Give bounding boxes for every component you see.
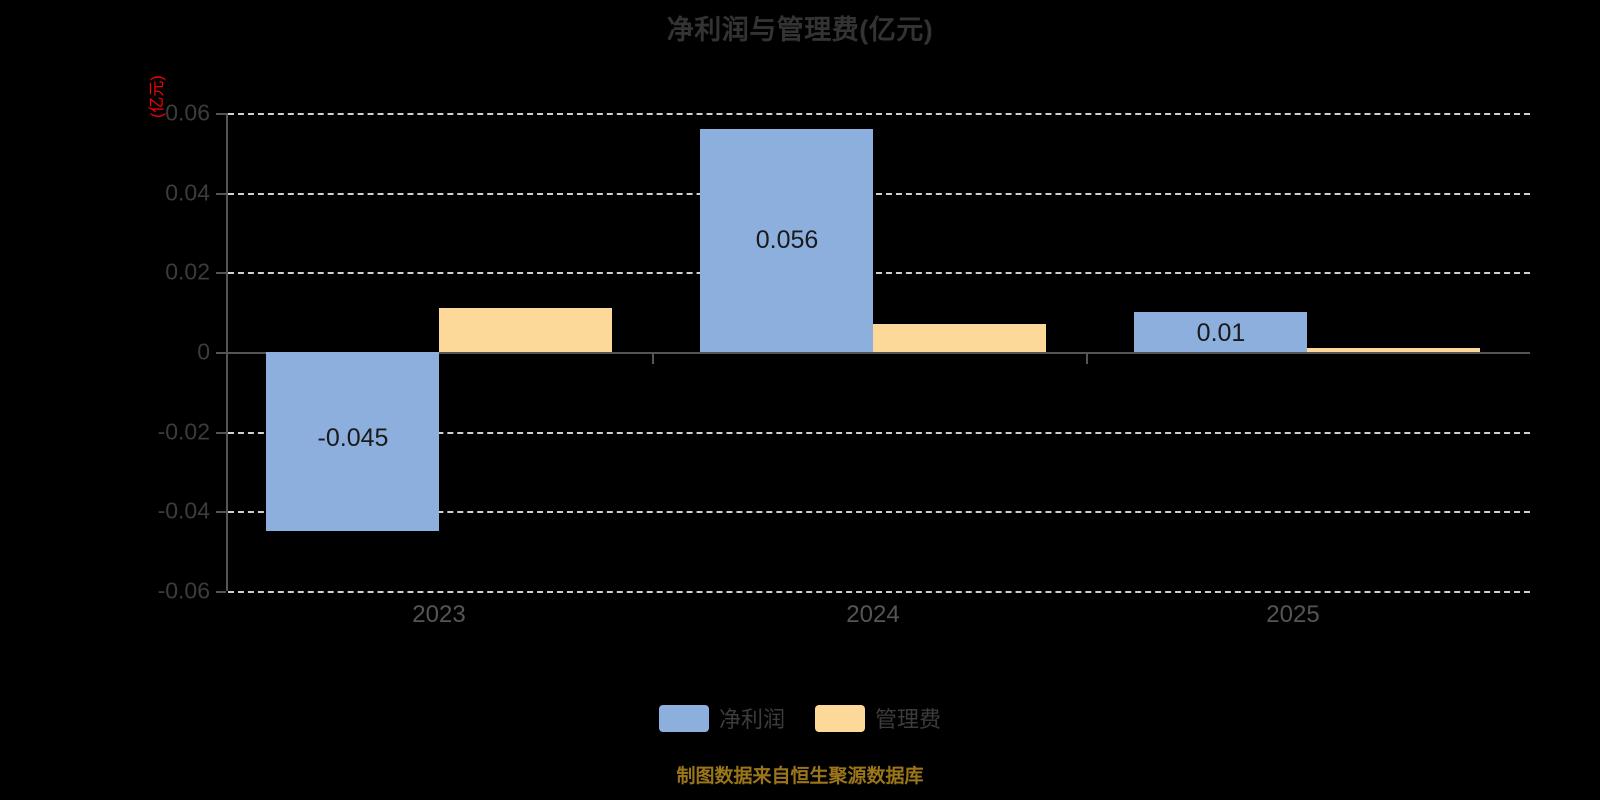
bar-value-label-net-profit-2025: 0.01: [1196, 319, 1246, 347]
gridline--0.06: [228, 591, 1530, 593]
chart-source-note: 制图数据来自恒生聚源数据库: [676, 766, 924, 787]
x-tick-mark: [652, 352, 654, 364]
gridline-0.06: [228, 113, 1530, 115]
y-axis-tick-label: -0.04: [157, 497, 210, 524]
gridline--0.02: [228, 432, 1530, 434]
chart-legend: 净利润 管理费: [0, 702, 1600, 734]
legend-swatch-net-profit: [658, 704, 709, 732]
y-axis-tick-label: -0.02: [157, 418, 210, 445]
x-tick-mark: [1086, 352, 1088, 364]
gridline-0.02: [228, 272, 1530, 274]
gridline--0.04: [228, 511, 1530, 513]
y-tick-mark: [216, 591, 226, 593]
gridline-zero: [228, 352, 1530, 354]
y-axis-tick-label: -0.06: [157, 577, 210, 604]
bar-admin-expense-2024[interactable]: [873, 324, 1046, 352]
legend-swatch-admin-expense: [815, 704, 865, 732]
legend-item-net-profit[interactable]: 净利润: [658, 702, 785, 734]
bar-value-label-net-profit-2023: -0.045: [317, 424, 389, 452]
legend-item-admin-expense[interactable]: 管理费: [815, 702, 941, 734]
y-tick-mark: [216, 272, 226, 274]
y-axis-spine: [226, 113, 228, 591]
chart-title: 净利润与管理费(亿元): [666, 15, 934, 45]
plot-area: -0.045 0.056 0.01: [228, 113, 1530, 593]
x-axis-tick-label-2025: 2025: [1266, 601, 1320, 628]
x-axis-tick-label-2024: 2024: [846, 601, 900, 628]
gridline-0.04: [228, 193, 1530, 195]
legend-label-admin-expense: 管理费: [875, 707, 942, 732]
y-tick-mark: [216, 113, 226, 115]
bar-admin-expense-2025[interactable]: [1307, 348, 1480, 352]
y-axis-tick-label: 0.04: [165, 179, 210, 206]
legend-label-net-profit: 净利润: [718, 707, 785, 732]
y-tick-mark: [216, 432, 226, 434]
y-tick-mark: [216, 352, 226, 354]
y-axis-tick-label: 0.02: [165, 258, 210, 285]
y-tick-mark: [216, 193, 226, 195]
y-axis-tick-label: 0: [197, 338, 210, 365]
bar-value-label-net-profit-2024: 0.056: [755, 226, 819, 254]
bar-admin-expense-2023[interactable]: [439, 308, 612, 352]
x-axis-tick-label-2023: 2023: [412, 601, 466, 628]
bar-net-profit-2024[interactable]: [700, 129, 873, 352]
y-axis-tick-label: 0.06: [165, 99, 210, 126]
bar-net-profit-2023[interactable]: [266, 352, 439, 531]
bar-net-profit-2025[interactable]: [1134, 312, 1307, 352]
y-tick-mark: [216, 511, 226, 513]
